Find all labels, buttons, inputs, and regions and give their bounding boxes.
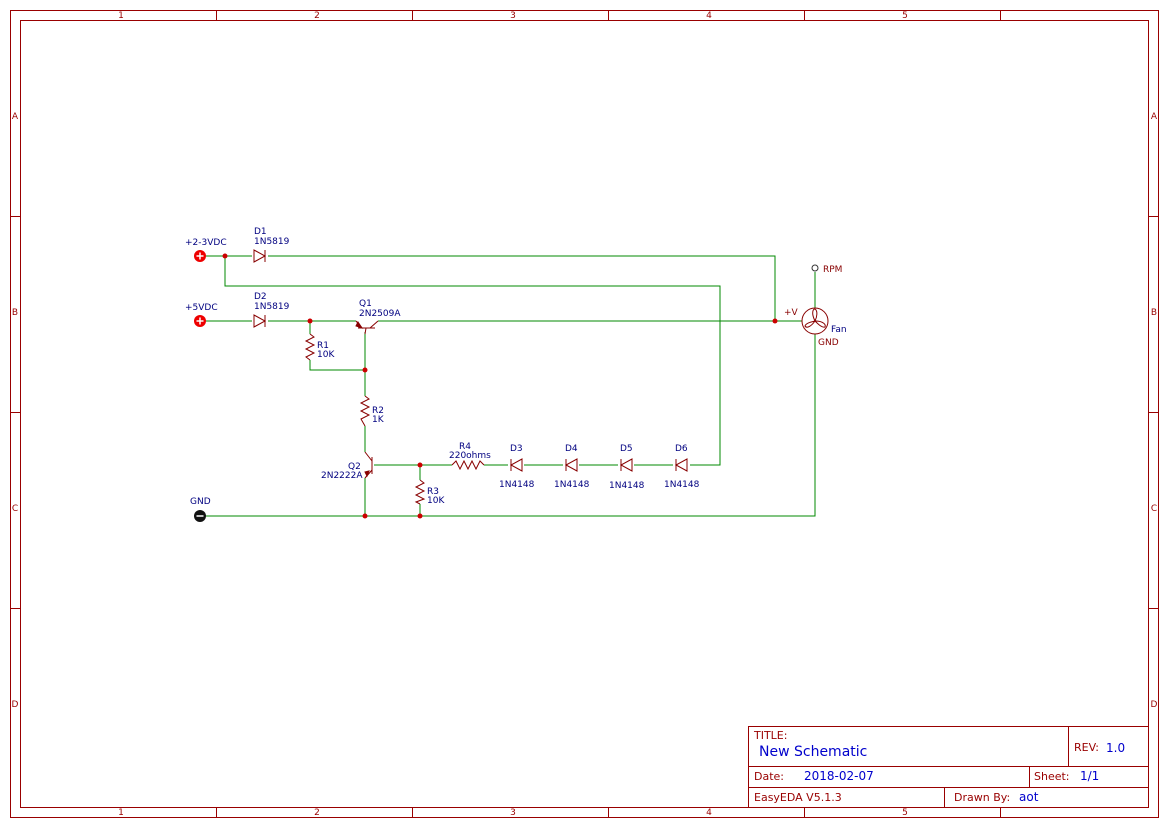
r1-value: 10K — [317, 350, 335, 360]
grid-col-label: 5 — [902, 808, 908, 818]
power-flag-gnd — [194, 510, 206, 522]
grid-col-label: 4 — [706, 11, 712, 21]
grid-row-label: A — [1151, 112, 1158, 122]
grid-col-label: 5 — [902, 11, 908, 21]
d4-ref: D4 — [565, 444, 578, 454]
drawn-by-value: aot — [1019, 790, 1039, 804]
rev-value: 1.0 — [1106, 741, 1125, 755]
power-flag-v23 — [194, 250, 206, 262]
fan-vplus-pin: +V — [784, 308, 799, 318]
rpm-label: RPM — [823, 265, 842, 275]
diode-d2 — [253, 314, 267, 328]
r2-ref: R2 — [372, 406, 384, 416]
date-key: Date: — [754, 770, 784, 783]
power-flag-v5 — [194, 315, 206, 327]
grid-row-label: A — [12, 112, 19, 122]
sheet-value: 1/1 — [1080, 769, 1099, 783]
r4-value: 220ohms — [449, 451, 491, 461]
net-label-v23: +2-3VDC — [185, 238, 227, 248]
grid-row-label: C — [1151, 504, 1157, 514]
tool-version: EasyEDA V5.1.3 — [754, 791, 842, 804]
d6-value: 1N4148 — [664, 480, 700, 490]
resistor-r1 — [304, 333, 316, 361]
title-block — [748, 726, 1149, 808]
grid-col-label: 2 — [314, 11, 320, 21]
q2-ref: Q2 — [348, 462, 361, 472]
grid-col-label: 3 — [510, 808, 516, 818]
fan-icon — [801, 307, 829, 335]
d4-value: 1N4148 — [554, 480, 590, 490]
r1-ref: R1 — [317, 341, 329, 351]
inner-border — [20, 20, 1149, 808]
d1-ref: D1 — [254, 227, 267, 237]
rpm-testpoint-icon — [811, 264, 819, 272]
grid-row-label: D — [1151, 700, 1158, 710]
drawn-by-key: Drawn By: — [954, 791, 1010, 804]
grid-col-label: 2 — [314, 808, 320, 818]
wires — [206, 255, 816, 517]
resistor-r3 — [414, 479, 426, 505]
r3-value: 10K — [427, 496, 445, 506]
q2-value: 2N2222A — [321, 471, 363, 481]
junctions — [222, 253, 778, 519]
transistor-q1 — [355, 320, 379, 335]
net-label-v5: +5VDC — [185, 303, 218, 313]
diode-d3 — [509, 458, 523, 472]
schematic-title: New Schematic — [759, 744, 867, 760]
fan-label: Fan — [831, 325, 847, 335]
q1-ref: Q1 — [359, 299, 372, 309]
row-dividers — [10, 216, 1158, 609]
sheet-key: Sheet: — [1034, 770, 1070, 783]
diode-d5 — [619, 458, 633, 472]
resistor-r2 — [359, 395, 371, 427]
d6-ref: D6 — [675, 444, 688, 454]
d3-ref: D3 — [510, 444, 523, 454]
d3-value: 1N4148 — [499, 480, 535, 490]
diode-d6 — [674, 458, 688, 472]
diode-d4 — [564, 458, 578, 472]
resistor-r4 — [451, 459, 485, 471]
grid-row-label: C — [12, 504, 18, 514]
grid-col-label: 3 — [510, 11, 516, 21]
column-dividers — [216, 10, 1001, 817]
diode-d1 — [253, 249, 267, 263]
d5-ref: D5 — [620, 444, 633, 454]
title-key: TITLE: — [753, 729, 787, 742]
grid-row-label: B — [12, 308, 18, 318]
grid-col-label: 1 — [118, 808, 124, 818]
outer-border — [10, 10, 1159, 818]
fan-gnd-pin: GND — [818, 338, 839, 348]
d2-ref: D2 — [254, 292, 267, 302]
transistor-q2 — [364, 451, 373, 479]
r4-ref: R4 — [459, 442, 471, 452]
d5-value: 1N4148 — [609, 481, 645, 491]
grid-row-label: B — [1151, 308, 1157, 318]
date-value: 2018-02-07 — [804, 769, 874, 783]
net-label-gnd: GND — [190, 497, 211, 507]
d2-value: 1N5819 — [254, 302, 290, 312]
r2-value: 1K — [372, 415, 385, 425]
grid-col-label: 1 — [118, 11, 124, 21]
rev-key: REV: — [1074, 741, 1099, 754]
q1-value: 2N2509A — [359, 309, 401, 319]
d1-value: 1N5819 — [254, 237, 290, 247]
r3-ref: R3 — [427, 487, 439, 497]
grid-col-label: 4 — [706, 808, 712, 818]
grid-row-label: D — [12, 700, 19, 710]
